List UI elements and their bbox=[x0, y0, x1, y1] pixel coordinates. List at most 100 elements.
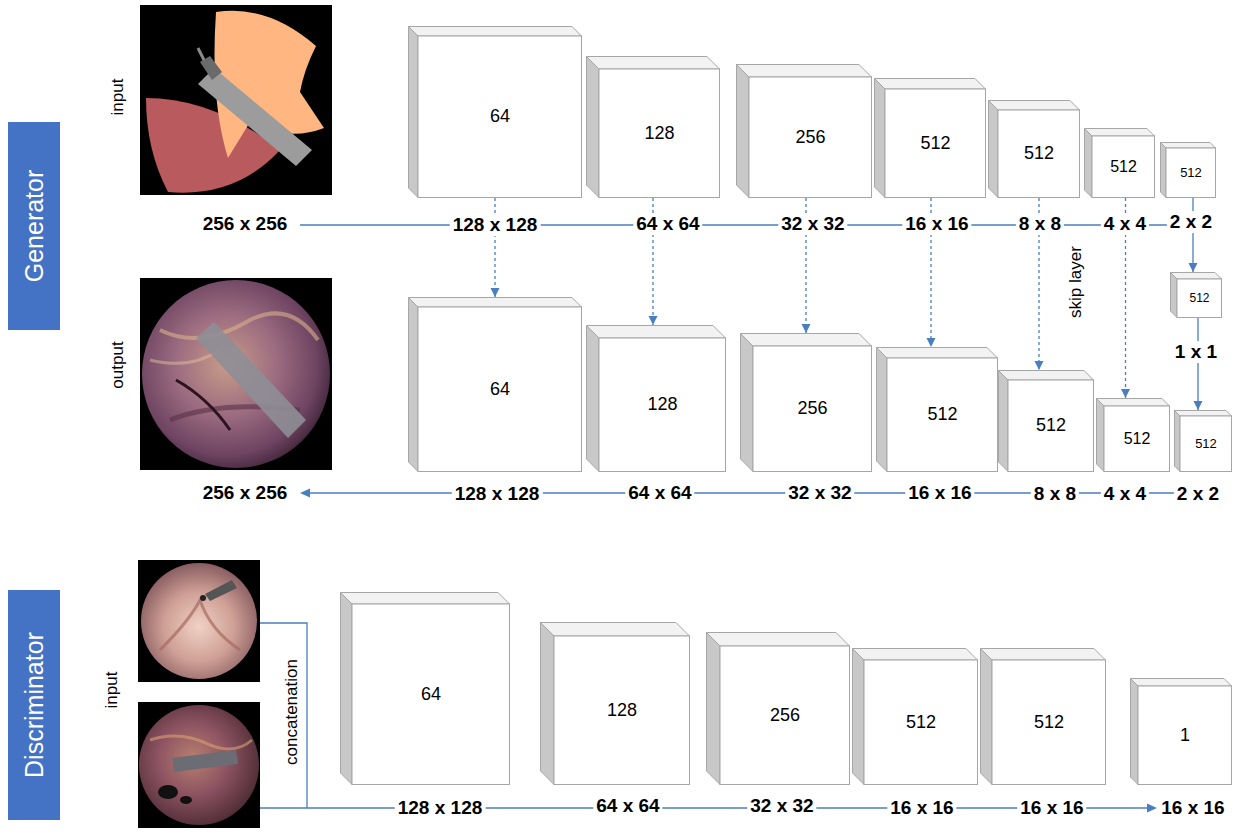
feature-map-block: 64 bbox=[340, 592, 510, 785]
segmentation-mask-image bbox=[198, 48, 204, 60]
section-title: Generator bbox=[19, 170, 49, 283]
block-face: 256 bbox=[720, 646, 850, 785]
channel-count: 64 bbox=[490, 106, 510, 128]
connector-line bbox=[1197, 318, 1198, 410]
channel-count: 512 bbox=[1180, 165, 1202, 181]
arrow-head bbox=[927, 338, 936, 347]
block-face: 128 bbox=[599, 338, 726, 472]
block-side-face bbox=[741, 334, 754, 472]
real-surgical-image bbox=[138, 560, 260, 682]
axis-label: skip layer bbox=[1066, 246, 1086, 318]
segmentation-mask-image bbox=[198, 68, 312, 166]
block-face: 512 bbox=[1092, 136, 1155, 198]
dimension-label: 16 x 16 bbox=[902, 213, 971, 235]
channel-count: 128 bbox=[647, 394, 677, 416]
block-front-face bbox=[1092, 136, 1155, 198]
channel-count: 512 bbox=[920, 133, 950, 155]
dimension-label: 2 x 2 bbox=[1167, 211, 1215, 233]
generated-surgical-image bbox=[138, 702, 260, 828]
block-top-face bbox=[587, 57, 720, 70]
dimension-label: 64 x 64 bbox=[593, 795, 662, 817]
feature-map-block: 512 bbox=[980, 648, 1106, 785]
channel-count: 512 bbox=[1189, 291, 1209, 305]
dimension-label: 64 x 64 bbox=[625, 482, 694, 504]
block-side-face bbox=[341, 593, 353, 785]
block-side-face bbox=[989, 101, 999, 198]
channel-count: 512 bbox=[906, 712, 936, 734]
feature-map-block: 256 bbox=[736, 64, 872, 198]
block-front-face bbox=[1138, 686, 1232, 785]
generated-surgical-image bbox=[158, 785, 178, 799]
block-face: 512 bbox=[1177, 279, 1222, 318]
channel-count: 256 bbox=[797, 398, 827, 420]
feature-map-block: 256 bbox=[740, 333, 872, 472]
block-top-face bbox=[1161, 143, 1216, 149]
generated-surgical-image bbox=[138, 702, 260, 828]
block-side-face bbox=[707, 633, 721, 785]
block-face: 64 bbox=[418, 36, 582, 198]
feature-map-block: 64 bbox=[408, 297, 582, 472]
arrow-head bbox=[1121, 389, 1130, 398]
block-side-face bbox=[1161, 143, 1167, 198]
flow-line bbox=[260, 225, 1178, 808]
block-face: 1 bbox=[1138, 686, 1232, 785]
feature-map-block: 512 bbox=[1096, 398, 1170, 472]
block-top-face bbox=[409, 298, 582, 308]
band-text-holder: Discriminator bbox=[19, 632, 49, 778]
block-front-face bbox=[1008, 380, 1094, 472]
block-front-face bbox=[887, 358, 998, 472]
block-front-face bbox=[1180, 416, 1232, 472]
block-side-face bbox=[409, 298, 419, 472]
arrow-head bbox=[802, 324, 811, 333]
block-top-face bbox=[341, 593, 510, 605]
block-front-face bbox=[992, 660, 1106, 785]
block-top-face bbox=[541, 623, 690, 637]
generated-surgical-image bbox=[196, 322, 306, 438]
data-flow-arrow bbox=[1189, 198, 1198, 272]
generated-surgical-image bbox=[160, 313, 318, 340]
dimension-label: 32 x 32 bbox=[747, 795, 816, 817]
block-side-face bbox=[853, 649, 865, 785]
feature-map-block: 512 bbox=[1160, 142, 1216, 198]
block-side-face bbox=[875, 79, 886, 198]
section-band: Generator bbox=[8, 122, 60, 330]
channel-count: 512 bbox=[1124, 429, 1151, 448]
segmentation-mask-image bbox=[140, 5, 332, 195]
feature-map-block: 512 bbox=[1174, 410, 1232, 472]
real-surgical-image bbox=[141, 563, 257, 679]
dimension-label: 128 x 128 bbox=[452, 483, 543, 505]
block-top-face bbox=[587, 326, 726, 339]
dimension-label: 8 x 8 bbox=[1031, 483, 1079, 505]
block-top-face bbox=[1175, 411, 1232, 417]
dimension-label: 16 x 16 bbox=[1158, 797, 1227, 819]
generated-surgical-image bbox=[172, 750, 238, 772]
block-front-face bbox=[885, 89, 986, 198]
block-side-face bbox=[737, 65, 750, 198]
block-front-face bbox=[753, 346, 872, 472]
data-flow-arrow bbox=[1194, 318, 1203, 410]
block-face: 64 bbox=[418, 307, 582, 472]
block-front-face bbox=[418, 307, 582, 472]
block-side-face bbox=[877, 348, 888, 472]
channel-count: 256 bbox=[795, 127, 825, 149]
dimension-label: 32 x 32 bbox=[785, 482, 854, 504]
channel-count: 64 bbox=[421, 684, 441, 706]
block-front-face bbox=[998, 110, 1080, 198]
block-top-face bbox=[1085, 129, 1155, 137]
channel-count: 128 bbox=[644, 123, 674, 145]
dimension-label: 256 x 256 bbox=[200, 213, 291, 235]
block-side-face bbox=[541, 623, 555, 785]
feature-map-block: 128 bbox=[586, 325, 726, 472]
dimension-label: 16 x 16 bbox=[905, 482, 974, 504]
channel-count: 64 bbox=[490, 379, 510, 401]
band-text-holder: Generator bbox=[19, 170, 49, 283]
channel-count: 512 bbox=[1036, 415, 1066, 437]
block-top-face bbox=[875, 79, 986, 90]
axis-label: input bbox=[102, 672, 122, 709]
axis-label: concatenation bbox=[282, 656, 302, 768]
channel-count: 256 bbox=[770, 705, 800, 727]
dimension-label: 128 x 128 bbox=[395, 797, 486, 819]
real-surgical-image bbox=[205, 580, 237, 601]
dimension-label: 4 x 4 bbox=[1101, 213, 1149, 235]
